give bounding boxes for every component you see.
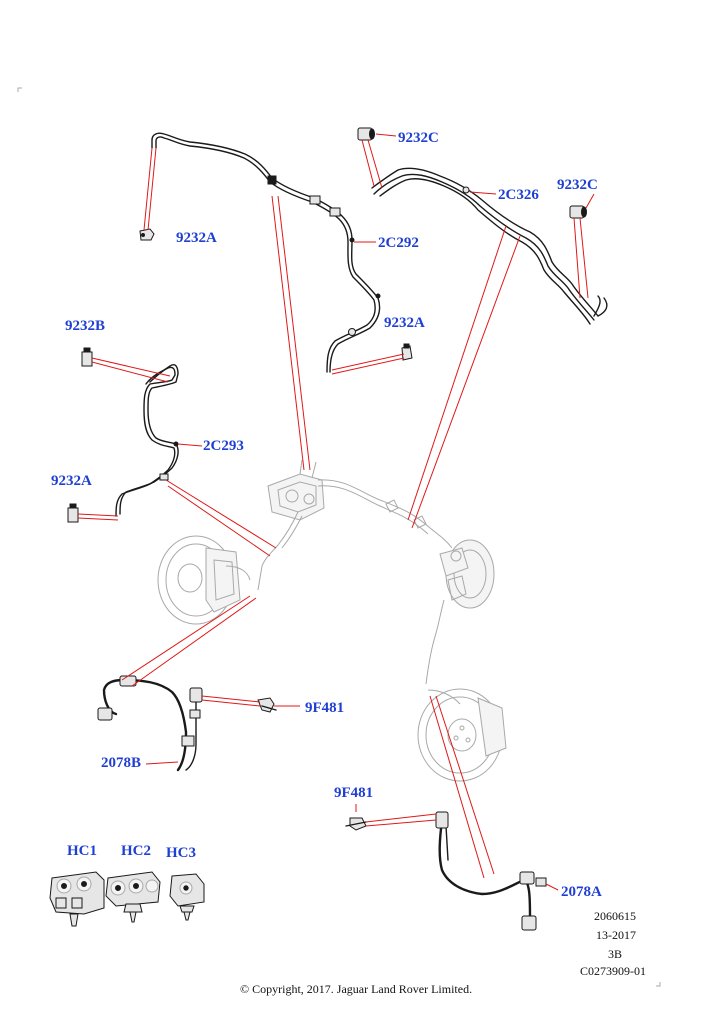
- hose-2078a-to-disc-leader: [429, 695, 495, 879]
- brake-pipe-2c293[interactable]: [115, 364, 179, 517]
- clip-9232a-mid-label: 9232A: [384, 315, 425, 331]
- clip-9232a-left-label: 9232A: [51, 473, 92, 489]
- left-brake-disc-context: [157, 535, 251, 625]
- brake-pipe-2c326[interactable]: [371, 167, 608, 325]
- hose-2078b-label: 2078B: [101, 755, 141, 771]
- clip-9232c-top-part[interactable]: [357, 127, 375, 141]
- right-brake-disc-context: [417, 688, 507, 782]
- brake-hose-2078a[interactable]: [435, 811, 547, 931]
- pipe-2c326-label: 2C326: [498, 187, 539, 203]
- master-cylinder-context: [439, 539, 495, 609]
- hose-2078a-leader: [545, 883, 559, 891]
- clip-9232a-top-label: 9232A: [176, 230, 217, 246]
- clip-9f481-right-leader: [355, 804, 437, 827]
- brake-hose-2078b[interactable]: [97, 675, 203, 772]
- copyright-notice: © Copyright, 2017. Jaguar Land Rover Lim…: [240, 982, 472, 996]
- brake-pipe-2c292[interactable]: [151, 132, 381, 373]
- pipe-2c326-to-line-leader: [407, 225, 521, 529]
- corner-mark: [17, 87, 22, 92]
- hose-2078b-to-disc-leader: [121, 595, 257, 687]
- connector-hc2-part[interactable]: [105, 871, 161, 923]
- clip-9232a-left-leader: [77, 513, 119, 521]
- corner-mark-bottom: [656, 982, 661, 987]
- clip-9232b-leader: [91, 357, 171, 383]
- clip-9f481-left-leader: [201, 695, 300, 707]
- clip-9f481-right-label: 9F481: [334, 785, 373, 801]
- abs-modulator-context: [267, 459, 325, 521]
- reference-line-3: 3B: [608, 947, 622, 961]
- pipe-2c293-to-abs-leader: [165, 479, 277, 557]
- clip-9232a-left-part[interactable]: [67, 503, 79, 523]
- connector-hc1-part[interactable]: [49, 871, 105, 927]
- hose-2078b-leader: [145, 761, 179, 765]
- reference-line-1: 2060615: [594, 909, 636, 923]
- clip-9232c-right-label: 9232C: [557, 177, 598, 193]
- clip-9232a-top-leader: [143, 147, 157, 231]
- reference-line-4: C0273909-01: [580, 964, 646, 978]
- clip-9232c-top-label: 9232C: [398, 130, 439, 146]
- clip-9232b-part[interactable]: [81, 347, 93, 367]
- connector-hc3-label: HC3: [166, 845, 196, 861]
- clip-9f481-left-label: 9F481: [305, 700, 344, 716]
- clip-9232a-top-part[interactable]: [139, 228, 155, 241]
- pipe-2c293-leader: [177, 443, 203, 447]
- pipe-2c293-label: 2C293: [203, 438, 244, 454]
- clip-9232c-top-leader: [361, 133, 397, 189]
- hose-2078a-label: 2078A: [561, 884, 602, 900]
- main-brake-line-run-context: [257, 479, 453, 685]
- pipe-2c326-leader: [469, 191, 497, 195]
- clip-9232a-mid-leader: [331, 353, 405, 375]
- connector-hc3-part[interactable]: [169, 873, 205, 921]
- pipe-2c292-to-abs-leader: [271, 195, 311, 471]
- clip-9f481-left-part[interactable]: [257, 697, 277, 713]
- clip-9232c-right-leader: [573, 193, 595, 299]
- connector-hc1-label: HC1: [67, 843, 97, 859]
- clip-9232a-mid-part[interactable]: [401, 343, 413, 361]
- clip-9f481-right-part[interactable]: [345, 817, 367, 831]
- reference-line-2: 13-2017: [596, 928, 636, 942]
- clip-9232b-label: 9232B: [65, 318, 105, 334]
- connector-hc2-label: HC2: [121, 843, 151, 859]
- clip-9232c-right-part[interactable]: [569, 205, 587, 219]
- pipe-2c292-label: 2C292: [378, 235, 419, 251]
